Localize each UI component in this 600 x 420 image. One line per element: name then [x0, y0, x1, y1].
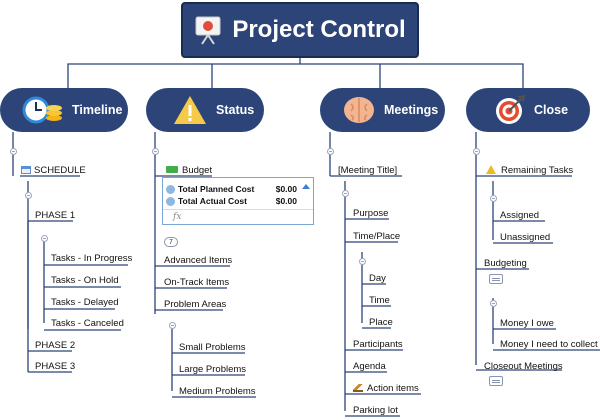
node-assigned[interactable]: Assigned: [500, 210, 540, 221]
presentation-board-icon: [195, 16, 221, 45]
node-problem[interactable]: Medium Problems: [179, 386, 256, 397]
sort-up-icon[interactable]: [302, 184, 310, 189]
collapse-toggle[interactable]: [473, 148, 480, 155]
calculator-icon: [166, 196, 175, 206]
node-parking-lot[interactable]: Parking lot: [353, 405, 398, 416]
root-topic[interactable]: Project Control: [181, 2, 419, 58]
warning-triangle-icon: [174, 96, 206, 124]
calculator-icon: [166, 184, 175, 194]
alarm-clock-coins-icon: [22, 96, 62, 124]
root-title: Project Control: [232, 16, 406, 43]
node-day[interactable]: Day: [369, 273, 386, 284]
collapse-toggle[interactable]: [169, 322, 176, 329]
node-budget[interactable]: Budget: [166, 165, 212, 177]
node-schedule[interactable]: SCHEDULE: [21, 165, 86, 177]
gavel-icon: [353, 384, 363, 392]
node-advanced-items[interactable]: Advanced Items: [164, 255, 233, 266]
branch-timeline[interactable]: Timeline: [0, 88, 128, 132]
hidden-count-badge[interactable]: 7: [164, 237, 178, 247]
collapse-toggle[interactable]: [152, 148, 159, 155]
money-icon: [166, 166, 178, 173]
node-closeout-meetings[interactable]: Closeout Meetings: [484, 361, 563, 372]
node-label: Remaining Tasks: [501, 165, 574, 176]
collapse-toggle[interactable]: [342, 190, 349, 197]
node-on-track-items[interactable]: On-Track Items: [164, 277, 230, 288]
node-phase-1[interactable]: PHASE 1: [35, 210, 76, 221]
branch-label: Meetings: [384, 103, 439, 117]
node-unassigned[interactable]: Unassigned: [500, 232, 551, 243]
node-money-collect[interactable]: Money I need to collect: [500, 339, 598, 350]
target-arrow-icon: [496, 95, 525, 124]
node-label: SCHEDULE: [34, 165, 86, 176]
node-phase-2[interactable]: PHASE 2: [35, 340, 76, 351]
branch-label: Timeline: [72, 103, 123, 117]
warning-icon: [486, 165, 496, 174]
budget-row-label: Total Actual Cost: [178, 196, 247, 206]
formula-row[interactable]: fx: [163, 209, 313, 225]
branch-status[interactable]: Status: [146, 88, 264, 132]
node-agenda[interactable]: Agenda: [353, 361, 386, 372]
budget-row-label: Total Planned Cost: [178, 184, 255, 194]
node-purpose[interactable]: Purpose: [353, 208, 389, 219]
node-budgeting[interactable]: Budgeting: [484, 258, 527, 269]
node-label: Budget: [182, 165, 213, 176]
collapse-toggle[interactable]: [490, 195, 497, 202]
budget-row: Total Planned Cost: [166, 184, 254, 194]
node-task[interactable]: Tasks - On Hold: [51, 275, 119, 286]
collapse-toggle[interactable]: [327, 148, 334, 155]
node-time-place[interactable]: Time/Place: [353, 231, 401, 242]
node-problem[interactable]: Small Problems: [179, 342, 246, 353]
budget-row-value: $0.00: [275, 184, 297, 194]
budget-table[interactable]: Total Planned Cost $0.00 Total Actual Co…: [162, 177, 314, 225]
calendar-icon: [21, 166, 31, 174]
branch-label: Status: [216, 103, 255, 117]
node-action-items[interactable]: Action items: [353, 383, 419, 395]
brain-icon: [344, 97, 374, 123]
collapse-toggle[interactable]: [10, 148, 17, 155]
node-problem[interactable]: Large Problems: [179, 364, 247, 375]
note-icon[interactable]: [489, 274, 503, 284]
node-remaining-tasks[interactable]: Remaining Tasks: [486, 165, 573, 177]
collapse-toggle[interactable]: [490, 300, 497, 307]
node-participants[interactable]: Participants: [353, 339, 403, 350]
branch-meetings[interactable]: Meetings: [320, 88, 445, 132]
node-task[interactable]: Tasks - Canceled: [51, 318, 124, 329]
node-task[interactable]: Tasks - In Progress: [51, 253, 133, 264]
node-time[interactable]: Time: [369, 295, 390, 306]
branch-close[interactable]: Close: [466, 88, 590, 132]
node-problem-areas[interactable]: Problem Areas: [164, 299, 227, 310]
node-label: Action items: [367, 383, 419, 394]
node-place[interactable]: Place: [369, 317, 393, 328]
node-money-owe[interactable]: Money I owe: [500, 318, 554, 329]
collapse-toggle[interactable]: [41, 235, 48, 242]
node-phase-3[interactable]: PHASE 3: [35, 361, 76, 372]
collapse-toggle[interactable]: [25, 192, 32, 199]
budget-row-value: $0.00: [275, 196, 297, 206]
note-icon[interactable]: [489, 376, 503, 386]
node-meeting-title[interactable]: [Meeting Title]: [338, 165, 398, 176]
collapse-toggle[interactable]: [359, 258, 366, 265]
budget-row: Total Actual Cost: [166, 196, 247, 206]
node-task[interactable]: Tasks - Delayed: [51, 297, 119, 308]
branch-label: Close: [534, 103, 569, 117]
formula-label: fx: [173, 212, 182, 222]
